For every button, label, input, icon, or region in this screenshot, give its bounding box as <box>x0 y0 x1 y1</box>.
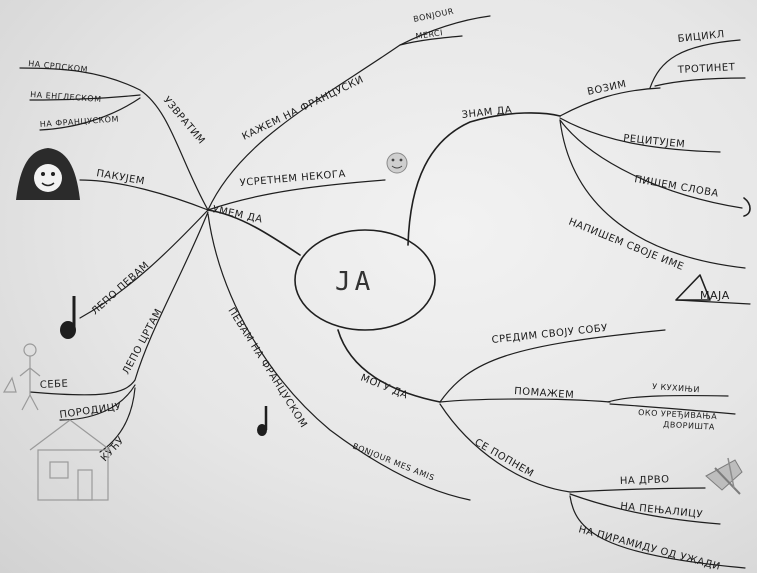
branch-se-popnem <box>440 404 570 492</box>
label-uzvratim: УЗВРАТИМ <box>161 95 207 147</box>
branch-na-drvo <box>570 488 705 492</box>
label-sredim-sobu: СРЕДИМ СВОЈУ СОБУ <box>491 323 608 346</box>
branch-znam-da <box>408 113 560 245</box>
label-porodicu: ПОРОДИЦУ <box>59 401 122 421</box>
music-note-icon <box>60 296 76 339</box>
label-lepo-pevam: ЛЕПО ПЕВАМ <box>90 260 152 317</box>
label-na-piramidu: НА ПИРАМИДУ ОД УЖАДИ <box>577 524 721 573</box>
tree-drawing <box>706 458 742 494</box>
label-merci: MERCI <box>415 28 444 41</box>
label-napisem-ime: НАПИШЕМ СВОЈЕ ИМЕ <box>567 217 685 273</box>
branch-pomazem <box>440 399 610 402</box>
label-pakujem: ПАКУЈЕМ <box>95 168 145 187</box>
label-trotinet: ТРОТИНЕТ <box>677 62 736 76</box>
label-znam-da: ЗНАМ ДА <box>461 105 513 121</box>
branch-sretnem-nekoga <box>208 180 385 210</box>
label-se-popnem: СЕ ПОПНЕМ <box>473 437 536 480</box>
label-dvorista: ДВОРИШТА <box>663 420 715 432</box>
label-na-francuskom: НА ФРАНЦУСКОМ <box>40 114 120 129</box>
label-song: BONJOUR MES AMIS <box>351 442 436 483</box>
label-sebe: СЕБЕ <box>40 379 69 391</box>
person-drawing <box>4 344 40 410</box>
label-na-penjalicu: НА ПЕЊАЛИЦУ <box>620 501 704 521</box>
label-umem-da: УМЕМ ДА <box>211 204 263 225</box>
label-na-engleskom: НА ЕНГЛЕСКОМ <box>30 90 102 104</box>
bag-drawing <box>16 148 80 200</box>
branch-trotinet <box>655 78 745 86</box>
smiley-face-drawing <box>387 153 407 173</box>
label-sretnem-nekoga: УСРЕТНЕМ НЕКОГА <box>239 169 346 189</box>
branch-lepo-crtam <box>30 212 208 395</box>
label-u-kuhinji: У КУХИЊИ <box>652 382 700 394</box>
label-recitujem: РЕЦИТУЈЕМ <box>623 133 686 150</box>
label-lepo-crtam: ЛЕПО ЦРТАМ <box>121 307 165 376</box>
label-oko-uredjivanja: ОКО УРЕЂИВАЊА <box>638 408 718 421</box>
label-bonjour: BONJOUR <box>413 7 455 24</box>
mark-u <box>744 198 750 216</box>
branch-u-kuhinji <box>608 396 728 402</box>
center-label: ЈА <box>335 267 374 297</box>
label-na-drvo: НА ДРВО <box>620 474 670 487</box>
house-drawing <box>30 420 110 500</box>
music-note-icon-2 <box>257 406 267 436</box>
label-mogu-da: МОГУ ДА <box>359 373 410 402</box>
label-maja: МАЈА <box>700 289 730 302</box>
label-vozim: ВОЗИМ <box>586 79 627 98</box>
branch-pevam-francuski <box>208 214 470 500</box>
label-pisem-slova: ПИШЕМ СЛОВА <box>633 174 719 200</box>
label-na-srpskom: НА СРПСКОМ <box>28 59 89 74</box>
label-kazem-francuski: КАЖЕМ НА ФРАНЦУСКИ <box>240 74 365 143</box>
